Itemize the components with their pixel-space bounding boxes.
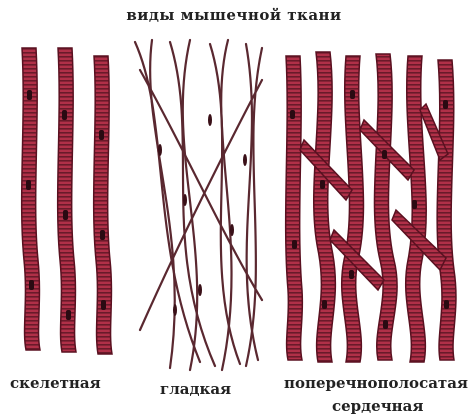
cardiac-fiber <box>374 54 397 360</box>
cardiac-fiber <box>286 56 303 360</box>
skeletal-fiber <box>58 48 76 352</box>
cardiac-fiber <box>406 56 427 362</box>
skeletal-fibers <box>22 48 112 354</box>
label-smooth: гладкая <box>160 380 231 398</box>
cardiac-fibers <box>286 52 456 362</box>
label-cardiac-line1: поперечнополосатая <box>284 374 468 392</box>
smooth-fiber <box>150 40 175 368</box>
cardiac-fiber <box>342 56 364 362</box>
cardiac-fiber <box>314 52 336 362</box>
smooth-nuclei <box>158 114 247 316</box>
smooth-fiber <box>170 42 215 366</box>
diagram-title: виды мышечной ткани <box>0 6 468 24</box>
smooth-fiber <box>140 70 262 300</box>
smooth-fibers <box>135 40 262 370</box>
label-skeletal: скелетная <box>10 374 101 392</box>
smooth-fiber <box>221 40 231 370</box>
smooth-fiber <box>210 44 240 364</box>
label-cardiac-line2: сердечная <box>332 397 423 415</box>
